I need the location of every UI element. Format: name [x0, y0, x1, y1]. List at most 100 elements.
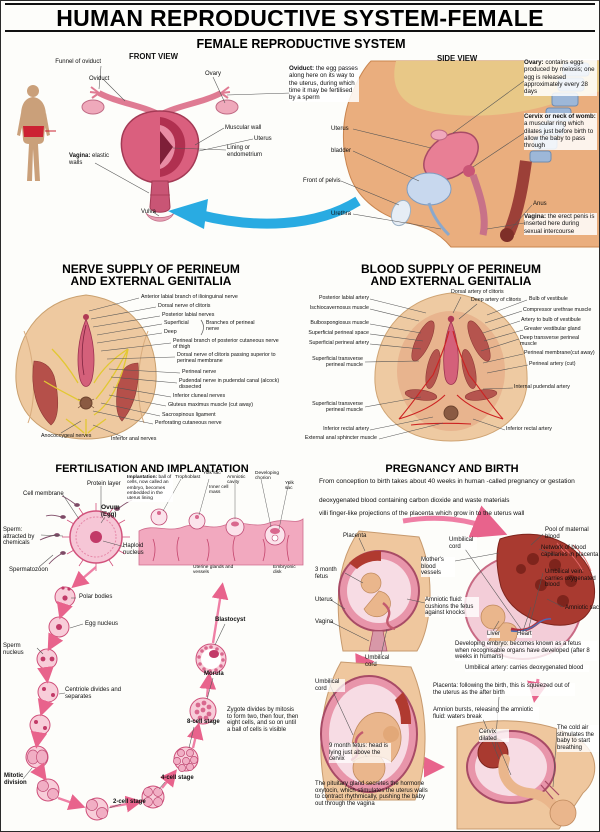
fert-label-8-cell-stage: 8-cell stage: [187, 719, 220, 725]
blood-label: Deep transverse perineal muscle: [520, 335, 580, 347]
implantation-caption: Implantation: ball of cells, now called …: [127, 475, 173, 502]
top-rule: [5, 3, 595, 5]
nerve-label: Superficial: [164, 320, 189, 326]
preg-label-oxytocin: The pituitary gland secretes the hormone…: [315, 781, 428, 808]
preg-label-heart: Heart: [517, 631, 532, 638]
blood-leader-lines: [364, 296, 529, 440]
fert-label-blastocyst: Blastocyst: [215, 617, 246, 623]
callout-ovary-lead: Ovary:: [524, 59, 544, 66]
blood-label: Compressor urethrae muscle: [523, 307, 592, 313]
fert-label-spermatozoon: Spermatozoon: [9, 567, 49, 573]
fert-label-haploid-nucleus: Haploid nucleus: [123, 543, 144, 556]
nerve-label: Inferior cluneal nerves: [173, 393, 226, 399]
preg-label-pool-blood: Pool of maternal blood: [545, 527, 589, 540]
blood-label: Superficial perineal space: [308, 330, 369, 336]
poster-title: HUMAN REPRODUCTIVE SYSTEM-FEMALE: [56, 5, 544, 31]
preg-label-amniotic-sac: Amniotic sac: [565, 605, 600, 611]
nerve-heading-line2: AND EXTERNAL GENITALIA: [70, 274, 232, 288]
callout-cervix-text: a muscular ring which dilates just befor…: [524, 120, 594, 150]
preg-label-placenta-after: Placenta: following the birth, this is s…: [433, 683, 575, 697]
implantation-caption-lead: Implantation:: [127, 475, 158, 480]
callout-cervix: Cervix or neck of womb: a muscular ring …: [524, 113, 597, 150]
fert-label-polar-bodies: Polar bodies: [79, 594, 113, 600]
label-funnel-of-oviduct: Funnel of oviduct: [55, 59, 101, 65]
callout-ovary-text: contains eggs produced by meiosis; one e…: [524, 59, 595, 96]
blood-label: Bulbospongiosus muscle: [310, 320, 369, 326]
fert-label-egg: (Egg): [101, 512, 117, 518]
section-pregnancy: PREGNANCY AND BIRTH From conception to b…: [303, 457, 600, 831]
blue-arrow: [168, 196, 361, 229]
implantation-label-yolk-sac-a: Yolk sac: [203, 471, 221, 476]
preg-label-amniotic-fluid: Amniotic fluid: cushions the fetus again…: [425, 597, 479, 618]
callout-vagina-lead: Vagina:: [524, 213, 547, 220]
nerve-label: Perineal nerve: [182, 369, 217, 375]
blood-label: External anal sphincter muscle: [304, 435, 377, 441]
preg-intro-3: villi finger-like projections of the pla…: [319, 510, 525, 517]
nerve-label: Deep: [164, 329, 177, 335]
implantation-label-trophoblast: Trophoblast: [175, 475, 201, 480]
blood-label: Superficial transverse perineal muscle: [312, 356, 363, 368]
preg-label-umbilical-cord-a: Umbilical cord: [365, 655, 390, 668]
nerve-label: Sacrospinous ligament: [162, 412, 216, 418]
label-vagina-front: Vagina: elastic walls: [69, 153, 111, 166]
blood-heading-line1: BLOOD SUPPLY OF PERINEUM: [360, 262, 542, 276]
fert-label-4-cell-stage: 4-cell stage: [161, 775, 194, 781]
preg-label-mothers-vessels: Mother's blood vessels: [421, 557, 455, 578]
preg-label-vagina: Vagina: [315, 619, 334, 625]
label-muscular-wall: Muscular wall: [225, 125, 262, 131]
label-lining-endometrium: Lining or endometrium: [227, 145, 263, 158]
label-ovary: Ovary: [205, 71, 222, 77]
nerve-label: Perineal branch of posterior cutaneous n…: [173, 338, 279, 350]
implantation-label-embryonic-disk: Embryonic disk: [273, 565, 296, 576]
fert-label-sperm-attracted: Sperm: attracted by chemicals: [3, 527, 35, 547]
implantation-label-inner-cell-mass: Inner cell mass: [209, 485, 229, 496]
title-underline-rule: [5, 30, 595, 32]
blood-label: Inferior rectal artery: [323, 426, 369, 432]
fert-heading: FERTILISATION AND IMPLANTATION: [55, 463, 249, 475]
blood-label: Superficial perineal artery: [308, 340, 369, 346]
callout-oviduct-lead: Oviduct:: [289, 65, 315, 72]
blood-label: Ischiocavernosus muscle: [309, 305, 369, 311]
label-vagina-front-lead: Vagina:: [69, 153, 91, 159]
preg-label-developing-embryo: Developing embryo: becomes known as a fe…: [455, 641, 597, 662]
callout-vagina-text: the erect penis is inserted here during …: [524, 213, 595, 235]
blood-label: Dorsal artery of clitoris: [451, 289, 504, 295]
blood-label: Perineal artery (cut): [529, 361, 576, 367]
nerve-label: Dorsal nerve of clitoris passing superio…: [177, 352, 276, 364]
label-vagina-front-rest: elastic walls: [69, 153, 110, 166]
nerve-label: Pudendal nerve in pudendal canal (alcock…: [179, 378, 280, 390]
nerve-label: Posterior labial nerves: [162, 312, 215, 318]
nerve-heading-line1: NERVE SUPPLY OF PERINEUM: [62, 262, 240, 276]
fert-label-ovum: Ovum: [101, 504, 120, 511]
label-anus: Anus: [533, 201, 547, 207]
label-uterus-front: Uterus: [254, 136, 272, 142]
fert-leader-lines: [22, 486, 226, 809]
blood-label: Superficial transverse perineal muscle: [312, 401, 363, 413]
nerve-label: Inferior anal nerves: [111, 436, 157, 442]
nerve-label: Gluteus maximus muscle (cut away): [168, 402, 254, 408]
preg-heading: PREGNANCY AND BIRTH: [385, 463, 519, 475]
blood-label: Inferior rectal artery: [506, 426, 552, 432]
nerve-label: Perforating cutaneous nerve: [155, 420, 222, 426]
callout-ovary: Ovary: contains eggs produced by meiosis…: [524, 59, 597, 96]
nerve-label: Anococcygeal nerves: [41, 433, 92, 439]
preg-label-cold-air: The cold air stimulates the baby to star…: [557, 725, 599, 752]
implantation-illustration: [138, 478, 304, 566]
blood-label: Perineal membrane(cut away): [524, 350, 595, 356]
fert-label-cell-membrane: Cell membrane: [23, 491, 64, 497]
section-nerve-supply: NERVE SUPPLY OF PERINEUM AND EXTERNAL GE…: [1, 257, 301, 457]
overview-heading: FEMALE REPRODUCTIVE SYSTEM: [196, 37, 406, 51]
preg-label-liver: Liver: [487, 631, 501, 638]
nerve-label: Branches of perineal nerve: [206, 320, 255, 332]
section-blood-supply: BLOOD SUPPLY OF PERINEUM AND EXTERNAL GE…: [301, 257, 599, 457]
preg-label-placenta: Placenta: [343, 533, 367, 539]
preg-label-cervix-dilated: Cervix dilated: [479, 729, 509, 743]
implantation-label-amniotic-cavity: Amniotic cavity: [227, 475, 246, 486]
callout-vagina: Vagina: the erect penis is inserted here…: [524, 213, 597, 235]
preg-intro-2: deoxygenated blood containing carbon dio…: [319, 497, 510, 504]
blood-heading-line2: AND EXTERNAL GENITALIA: [370, 274, 532, 288]
fert-label-morula: Morula: [204, 671, 224, 677]
preg-label-umbilical-vein: Umbilical vein: carries oxygenated blood: [545, 569, 596, 589]
preg-label-network: Network of blood capillaries in placenta: [541, 545, 599, 558]
blood-label: Deep artery of clitoris: [471, 297, 522, 303]
